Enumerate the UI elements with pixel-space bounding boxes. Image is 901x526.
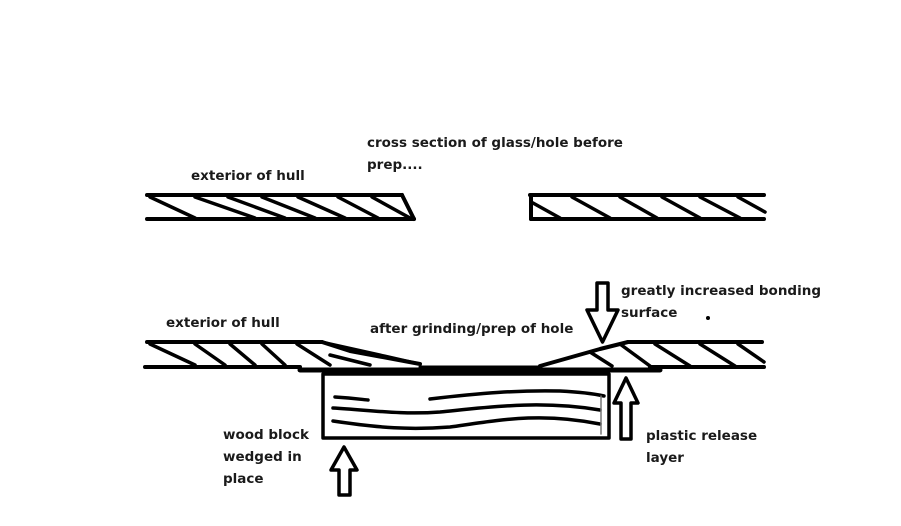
hatch-bottom-left — [148, 342, 372, 367]
title-top-line-2: prep.... — [367, 157, 423, 173]
arrow-up-wood-block — [329, 445, 359, 497]
label-wood-line-3: place — [223, 471, 264, 487]
hull-bottom-right-taper — [538, 340, 630, 368]
hull-section-top-left — [145, 193, 416, 221]
label-bonding-line-2: surface — [621, 305, 678, 321]
arrow-up-release — [612, 376, 640, 441]
wood-grain — [331, 389, 606, 431]
hull-section-top-right — [528, 193, 767, 221]
label-release-line-2: layer — [646, 450, 684, 466]
label-after-grinding: after grinding/prep of hole — [370, 321, 574, 337]
hull-section-bottom-right — [538, 340, 766, 369]
hatch-top-right — [531, 195, 767, 220]
hull-section-bottom-left — [143, 340, 422, 369]
plastic-release-layer — [297, 365, 663, 373]
wood-block — [321, 372, 611, 440]
label-exterior-top: exterior of hull — [191, 168, 305, 184]
wood-block-outline — [321, 372, 611, 440]
label-bonding-line-1: greatly increased bonding — [621, 283, 822, 299]
label-exterior-bottom: exterior of hull — [166, 315, 280, 331]
label-wood-line-1: wood block — [223, 427, 309, 443]
label-wood-block: wood block wedged in place — [223, 424, 309, 490]
hatch-top-left — [148, 195, 412, 220]
hatch-bottom-right — [588, 342, 766, 368]
label-wood-line-2: wedged in — [223, 449, 302, 465]
label-release-line-1: plastic release — [646, 428, 758, 444]
title-top: cross section of glass/hole before prep.… — [367, 132, 623, 176]
arrow-down-bonding — [585, 281, 620, 344]
stray-dot — [706, 316, 710, 320]
title-top-line-1: cross section of glass/hole before — [367, 135, 623, 151]
hull-top-left-edge — [400, 193, 416, 221]
label-release-layer: plastic release layer — [646, 425, 757, 469]
label-bonding-surface: greatly increased bonding surface — [621, 280, 821, 324]
